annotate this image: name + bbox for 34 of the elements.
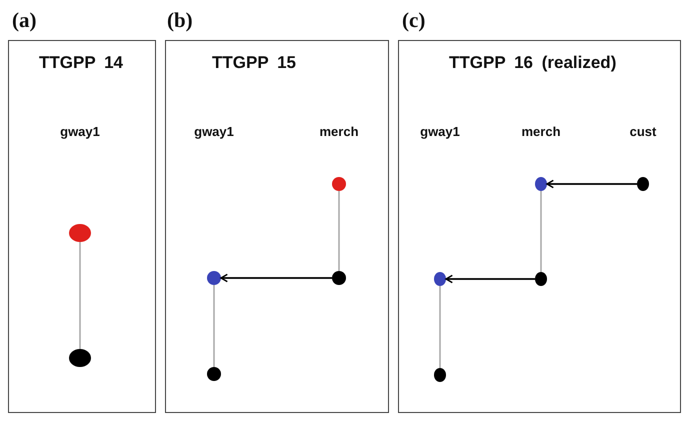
column-label: gway1 [60, 124, 100, 139]
connector-line [79, 242, 81, 349]
node-dot [534, 176, 546, 190]
node-dot [68, 348, 90, 366]
arrow [546, 180, 637, 188]
node-dot [332, 176, 346, 190]
arrow [445, 274, 535, 284]
arrow [220, 274, 332, 282]
panel-frame [398, 40, 681, 413]
node-dot [332, 270, 346, 284]
panel-title: TTGPP 14 [39, 53, 123, 73]
connector-line [540, 191, 542, 272]
node-dot [534, 272, 546, 286]
column-label: gway1 [194, 124, 234, 139]
connector-line [338, 191, 340, 271]
node-dot [206, 366, 220, 380]
column-label: merch [319, 124, 359, 139]
node-dot [434, 368, 446, 382]
column-label: cust [630, 124, 656, 139]
column-label: gway1 [420, 124, 460, 139]
node-dot [636, 176, 648, 190]
column-label: merch [521, 124, 561, 139]
panel-letter: (a) [12, 8, 36, 33]
panel-letter: (c) [402, 8, 426, 33]
panel-letter: (b) [167, 8, 193, 33]
node-dot [68, 224, 90, 242]
panel-title: TTGPP 16 (realized) [449, 53, 616, 73]
panel-frame [165, 40, 389, 413]
panel-title: TTGPP 15 [212, 53, 296, 73]
connector-line [213, 285, 215, 367]
panel-frame [8, 40, 156, 413]
node-dot [434, 272, 446, 286]
connector-line [439, 286, 441, 368]
node-dot [206, 270, 220, 284]
